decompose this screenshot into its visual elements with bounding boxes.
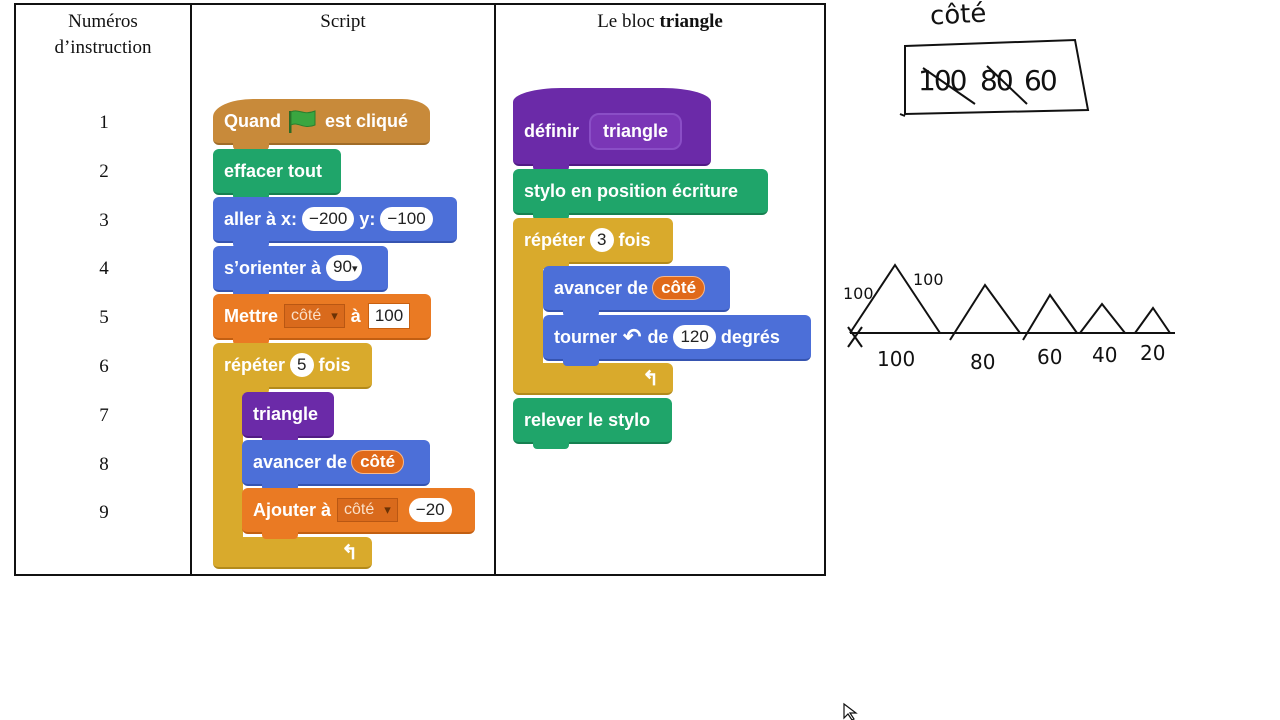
set-value-input[interactable]: 100 (367, 303, 411, 329)
header-define-bold: triangle (659, 11, 723, 32)
instruction-number-1: 1 (99, 112, 109, 133)
sketch-triangle-label-3: 60 (1037, 345, 1063, 369)
header-numbers: Numéros d’instruction (16, 9, 190, 61)
loop-arrow-icon: ↰ (642, 367, 659, 390)
instruction-number-5: 5 (99, 307, 109, 328)
instruction-number-8: 8 (99, 454, 109, 475)
repeat-3-footer: ↰ (513, 363, 673, 395)
call-triangle-block[interactable]: triangle (242, 392, 334, 443)
green-flag-icon (289, 110, 316, 133)
sketch-value-3: 60 (1024, 64, 1058, 97)
set-variable-dropdown[interactable]: côté (284, 304, 345, 328)
move-steps-block[interactable]: avancer de côté (242, 440, 430, 491)
goto-y-label: y: (359, 208, 376, 229)
header-define-prefix: Le bloc (597, 11, 655, 32)
when-flag-clicked-block[interactable]: Quand est cliqué (213, 99, 430, 150)
change-variable-block[interactable]: Ajouter à côté −20 (242, 488, 475, 539)
move-variable-reporter[interactable]: côté (351, 450, 405, 474)
sketch-value-1: 100 (918, 64, 967, 97)
repeat-label: répéter (224, 354, 286, 375)
define-move-block[interactable]: avancer de côté (543, 266, 730, 317)
set-label: Mettre (224, 305, 279, 326)
sketch-variable-box (899, 38, 1090, 117)
repeat-3-label: répéter (524, 229, 586, 250)
direction-input[interactable]: 90▾ (326, 255, 362, 281)
instruction-number-3: 3 (99, 210, 109, 231)
header-numbers-line2: d’instruction (54, 37, 152, 58)
rotate-left-icon: ↶ (623, 324, 642, 349)
pen-up-label: relever le stylo (524, 409, 651, 430)
pen-down-label: stylo en position écriture (524, 180, 739, 201)
sketch-variable-label: côté (929, 0, 988, 32)
call-triangle-label: triangle (253, 403, 319, 424)
mouse-cursor-icon (843, 702, 858, 720)
move-label: avancer de (253, 451, 348, 472)
goto-x-input[interactable]: −200 (302, 207, 355, 231)
turn-block[interactable]: tourner ↶ de 120 degrés (543, 315, 811, 366)
define-triangle-block[interactable]: définir triangle (513, 88, 711, 171)
sketch-triangle-label-1: 100 (877, 347, 916, 371)
header-numbers-line1: Numéros (68, 11, 138, 32)
loop-arrow-icon: ↰ (341, 541, 358, 564)
sketch-triangle-label-2: 80 (970, 350, 996, 374)
direction-value: 90 (333, 257, 352, 276)
define-label: définir (524, 120, 580, 141)
goto-y-input[interactable]: −100 (380, 207, 433, 231)
header-define: Le bloc triangle (496, 9, 824, 35)
change-value-input[interactable]: −20 (408, 498, 452, 522)
set-variable-block[interactable]: Mettre côté à 100 (213, 294, 431, 345)
repeat-3-times-label: fois (618, 229, 651, 250)
set-to-label: à (350, 305, 361, 326)
sketch-triangle-label-5: 20 (1140, 341, 1166, 365)
clear-label: effacer tout (224, 160, 323, 181)
column-script (192, 5, 496, 574)
point-label: s’orienter à (224, 257, 322, 278)
times-label: fois (318, 354, 351, 375)
pen-up-block[interactable]: relever le stylo (513, 398, 672, 449)
repeat-3-block[interactable]: répéter 3 fois (513, 218, 673, 269)
instruction-number-9: 9 (99, 502, 109, 523)
sketch-side-right-label: 100 (913, 270, 944, 289)
define-name-slot[interactable]: triangle (589, 112, 683, 150)
define-move-variable-reporter[interactable]: côté (652, 276, 706, 300)
instruction-number-7: 7 (99, 405, 109, 426)
chevron-down-icon: ▾ (351, 263, 358, 275)
turn-by-label: de (647, 326, 669, 347)
instruction-table: Numéros d’instruction Script Le bloc tri… (14, 3, 826, 576)
sketch-triangle-label-4: 40 (1092, 343, 1118, 367)
repeat-5-arm (213, 386, 243, 540)
define-move-label: avancer de (554, 277, 649, 298)
instruction-number-4: 4 (99, 258, 109, 279)
column-numbers (16, 5, 192, 574)
header-script: Script (320, 11, 366, 32)
goto-label: aller à x: (224, 208, 298, 229)
degrees-label: degrés (720, 326, 780, 347)
instruction-number-2: 2 (99, 161, 109, 182)
when-label: Quand (224, 110, 281, 131)
repeat-5-block[interactable]: répéter 5 fois (213, 343, 372, 394)
goto-xy-block[interactable]: aller à x: −200 y: −100 (213, 197, 457, 248)
turn-label: tourner (554, 326, 617, 347)
repeat-3-arm (513, 262, 543, 367)
repeat-5-footer: ↰ (213, 537, 372, 569)
instruction-number-6: 6 (99, 356, 109, 377)
repeat-count-input[interactable]: 5 (290, 353, 314, 377)
clear-block[interactable]: effacer tout (213, 149, 341, 200)
change-variable-dropdown[interactable]: côté (337, 498, 398, 522)
sketch-value-2: 80 (980, 64, 1014, 97)
turn-degrees-input[interactable]: 120 (673, 325, 716, 349)
clicked-label: est cliqué (325, 110, 409, 131)
sketch-side-left-label: 100 (843, 284, 874, 303)
point-direction-block[interactable]: s’orienter à 90▾ (213, 246, 388, 297)
pen-down-block[interactable]: stylo en position écriture (513, 169, 768, 220)
change-label: Ajouter à (253, 499, 332, 520)
repeat-3-count-input[interactable]: 3 (590, 228, 614, 252)
sketch-triangles-drawing (847, 263, 1175, 348)
